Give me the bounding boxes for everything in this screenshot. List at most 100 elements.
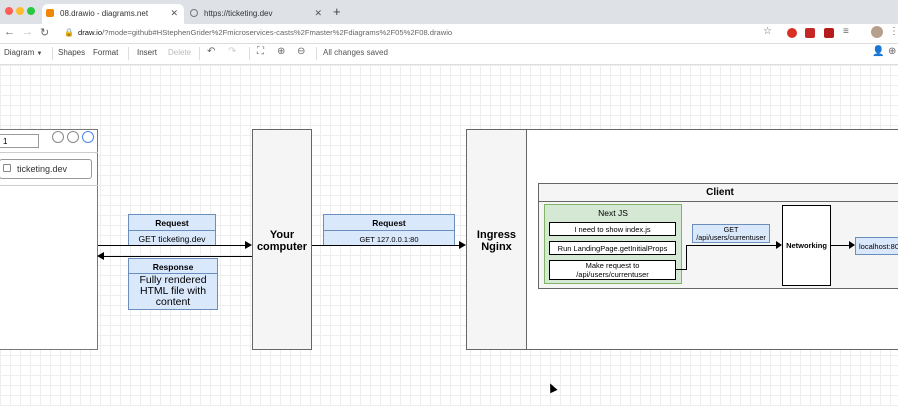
response-title: Response xyxy=(152,262,194,272)
request-2-body: GET 127.0.0.1:80 xyxy=(359,235,419,244)
mouse-cursor-icon xyxy=(546,381,558,394)
forward-arrow-icon[interactable]: → xyxy=(22,26,33,38)
extension-icon[interactable] xyxy=(787,28,797,38)
step-label: Make request to /api/users/currentuser xyxy=(576,261,649,279)
nextjs-title: Next JS xyxy=(598,208,628,218)
divider xyxy=(249,47,250,60)
url-host: draw.io xyxy=(78,28,103,37)
save-status-text: All changes saved xyxy=(323,48,388,57)
response-box[interactable]: Response Fully rendered HTML file with c… xyxy=(128,258,218,310)
get-currentuser-label: GET /api/users/currentuser xyxy=(696,225,766,242)
request-2-arrow[interactable] xyxy=(312,245,460,246)
tab-title: 08.drawio - diagrams.net xyxy=(60,9,149,18)
fit-page-icon[interactable]: ⛶ xyxy=(257,46,264,57)
window-button-icon xyxy=(52,131,64,143)
step-label: I need to show index.js xyxy=(574,225,651,234)
drawio-favicon-icon xyxy=(46,9,54,17)
zoom-out-icon[interactable]: ⊖ xyxy=(297,46,306,57)
insert-button[interactable]: Insert xyxy=(137,48,158,57)
localhost-label: localhost:80 xyxy=(859,242,898,251)
nextjs-step[interactable]: I need to show index.js xyxy=(549,222,676,236)
chevron-down-icon: ▼ xyxy=(36,51,43,57)
divider xyxy=(324,230,454,231)
globe-icon[interactable]: ⊕ xyxy=(888,46,897,57)
window-button-icon xyxy=(67,131,79,143)
divider xyxy=(129,230,215,231)
browser-mock-url-bar: ticketing.dev xyxy=(0,159,92,179)
request-2-title: Request xyxy=(372,218,406,228)
close-tab-icon[interactable]: ✕ xyxy=(170,8,178,18)
connector-line xyxy=(831,245,850,246)
divider xyxy=(316,47,317,60)
url-field[interactable]: draw.io/?mode=github#HStephenGrider%2Fmi… xyxy=(78,28,452,37)
divider xyxy=(0,152,98,153)
bookmark-star-icon[interactable]: ☆ xyxy=(763,26,772,37)
arrowhead-icon xyxy=(776,241,782,249)
format-button[interactable]: Format xyxy=(93,48,119,57)
networking-box[interactable]: Networking xyxy=(782,205,831,286)
browser-tab-strip: 08.drawio - diagrams.net ✕ https://ticke… xyxy=(0,0,898,24)
user-icon[interactable]: 👤 xyxy=(872,46,885,57)
extension-icon[interactable] xyxy=(824,28,834,38)
reading-list-icon[interactable]: ≡ xyxy=(843,26,849,37)
divider xyxy=(539,201,898,202)
extension-icon[interactable] xyxy=(805,28,815,38)
redo-icon[interactable]: ↷ xyxy=(228,46,237,57)
avatar[interactable] xyxy=(871,26,883,38)
diagram-canvas[interactable]: 1 ticketing.dev Request GET ticketing.de… xyxy=(0,65,898,406)
divider xyxy=(52,47,53,60)
browser-mock-url: ticketing.dev xyxy=(17,164,68,174)
connector-line xyxy=(676,269,687,270)
minimize-window-button[interactable] xyxy=(16,7,24,15)
connector-line xyxy=(686,245,687,270)
drawio-toolbar: Diagram ▼ Shapes Format Insert Delete ↶ … xyxy=(0,44,898,65)
localhost-box[interactable]: localhost:80 xyxy=(855,237,898,255)
connector-line xyxy=(686,245,777,246)
maximize-window-button[interactable] xyxy=(27,7,35,15)
divider xyxy=(0,185,98,186)
ingress-nginx-label: Ingress Nginx xyxy=(476,229,517,253)
arrowhead-icon xyxy=(459,241,466,249)
request-body: GET ticketing.dev xyxy=(138,234,206,244)
step-label: Run LandingPage.getInitialProps xyxy=(557,244,668,253)
undo-icon[interactable]: ↶ xyxy=(207,46,216,57)
tab-drawio[interactable]: 08.drawio - diagrams.net ✕ xyxy=(42,4,184,24)
close-tab-icon[interactable]: ✕ xyxy=(314,8,322,18)
delete-button[interactable]: Delete xyxy=(168,48,192,57)
page-icon xyxy=(3,164,11,172)
ingress-nginx-box[interactable]: Ingress Nginx xyxy=(466,129,527,350)
divider xyxy=(128,47,129,60)
zoom-in-icon[interactable]: ⊕ xyxy=(277,46,286,57)
get-currentuser-box[interactable]: GET /api/users/currentuser xyxy=(692,224,770,243)
arrowhead-icon xyxy=(97,252,104,260)
tab-ticketing[interactable]: https://ticketing.dev ✕ xyxy=(186,4,328,24)
request-title: Request xyxy=(155,218,189,228)
tab-title: https://ticketing.dev xyxy=(204,9,273,18)
nextjs-step[interactable]: Run LandingPage.getInitialProps xyxy=(549,241,676,255)
reload-icon[interactable]: ↻ xyxy=(40,27,50,39)
arrowhead-icon xyxy=(245,241,252,249)
your-computer-label: Your computer xyxy=(256,229,308,253)
globe-icon xyxy=(190,9,198,17)
request-box-2[interactable]: Request GET 127.0.0.1:80 xyxy=(323,214,455,246)
close-window-button[interactable] xyxy=(5,7,13,15)
back-arrow-icon[interactable]: ← xyxy=(4,26,15,38)
divider xyxy=(199,47,200,60)
response-arrow[interactable] xyxy=(104,256,253,257)
diagram-menu-button[interactable]: Diagram ▼ xyxy=(4,48,42,57)
response-body: Fully rendered HTML file with content xyxy=(139,274,207,308)
url-path: /?mode=github#HStephenGrider%2Fmicroserv… xyxy=(102,28,453,37)
browser-mock[interactable]: 1 ticketing.dev xyxy=(0,129,98,350)
new-tab-button[interactable]: + xyxy=(333,4,341,19)
browser-mock-tab: 1 xyxy=(0,134,39,148)
request-box[interactable]: Request GET ticketing.dev xyxy=(128,214,216,246)
nextjs-step[interactable]: Make request to /api/users/currentuser xyxy=(549,260,676,280)
request-arrow[interactable] xyxy=(98,245,246,246)
lock-icon: 🔒 xyxy=(64,28,74,37)
address-bar-row: ← → ↻ 🔒 draw.io/?mode=github#HStephenGri… xyxy=(0,24,898,44)
shapes-button[interactable]: Shapes xyxy=(58,48,86,57)
your-computer-box[interactable]: Your computer xyxy=(252,129,312,350)
diagram-label: Diagram xyxy=(4,48,35,57)
menu-icon[interactable]: ⋮ xyxy=(889,26,898,37)
window-button-icon xyxy=(82,131,94,143)
